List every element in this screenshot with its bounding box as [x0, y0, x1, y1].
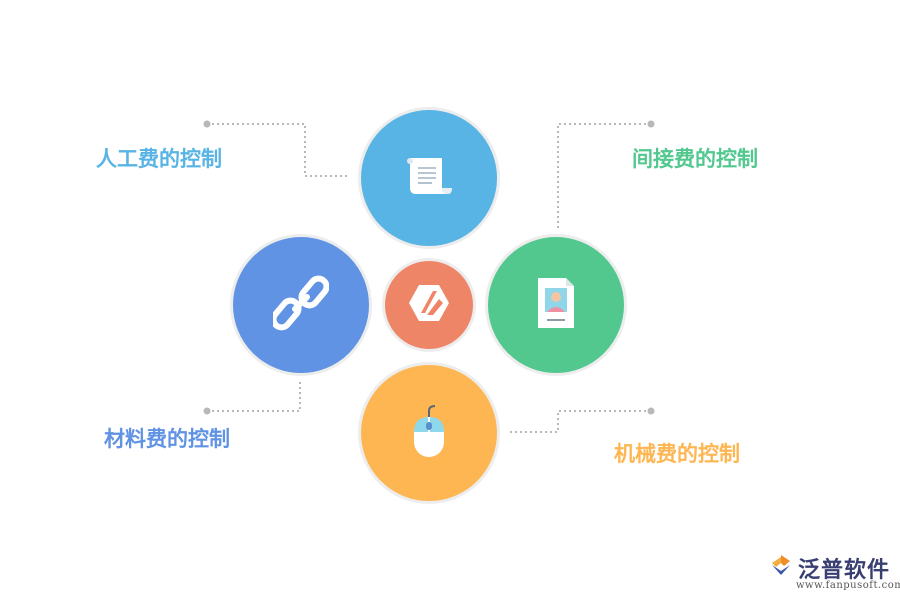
node-machinery: [358, 362, 500, 504]
label-material-cost: 材料费的控制: [104, 427, 230, 451]
scroll-icon: [404, 154, 454, 202]
brand-mark-icon: [768, 553, 794, 583]
hexagon-logo-icon: [407, 283, 451, 327]
node-indirect: [485, 234, 627, 376]
brand-url: www.fanpusoft.com: [796, 580, 900, 591]
node-center: [382, 258, 476, 352]
label-labor-cost: 人工费的控制: [96, 147, 222, 171]
id-document-icon: [536, 276, 576, 334]
node-material: [230, 234, 372, 376]
brand-logo: 泛普软件: [768, 552, 890, 584]
label-indirect-cost: 间接费的控制: [632, 147, 758, 171]
chain-link-icon: [270, 275, 330, 335]
label-machinery-cost: 机械费的控制: [614, 442, 740, 466]
node-labor: [358, 107, 500, 249]
mouse-icon: [409, 403, 449, 463]
brand-name: 泛普软件: [798, 558, 891, 583]
